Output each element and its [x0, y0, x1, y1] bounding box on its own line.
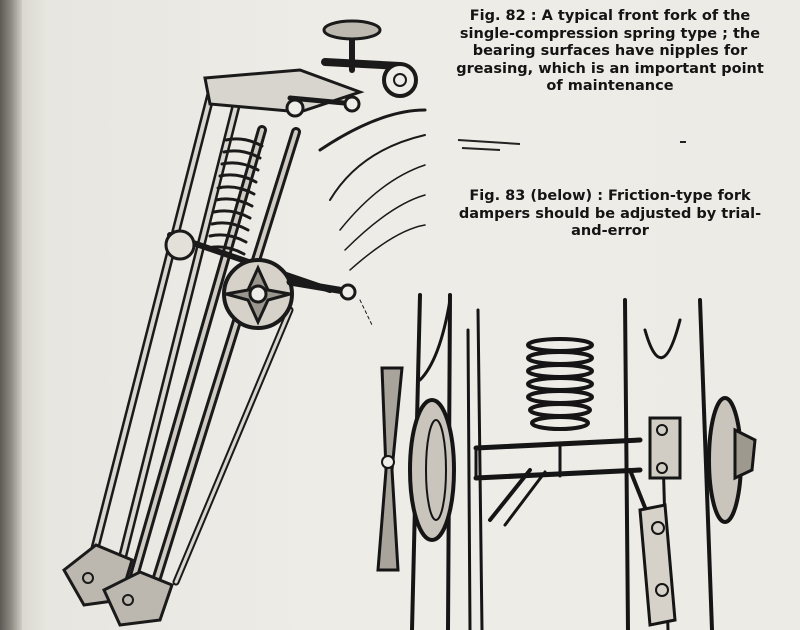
- fig82-caption-line: greasing, which is an important point: [456, 60, 764, 77]
- fig83-caption-line: dampers should be adjusted by trial-: [458, 205, 762, 222]
- fig83-caption-line: and-error: [571, 223, 649, 239]
- fig82-caption-line: single-compression spring type ; the: [459, 25, 761, 42]
- fig82-caption-line: bearing surfaces have nipples for: [472, 43, 748, 59]
- fig83-caption-line: Fig. 83 (below) : Friction-type fork: [469, 188, 751, 204]
- fig82-caption-line: Fig. 82 : A typical front fork of the: [469, 8, 751, 24]
- book-spine-shadow: [0, 0, 22, 630]
- fig82-caption: Fig. 82 : A typical front fork of the si…: [440, 8, 780, 96]
- fig82-caption-line: of maintenance: [546, 78, 674, 94]
- fig83-caption: Fig. 83 (below) : Friction-type fork dam…: [440, 188, 780, 241]
